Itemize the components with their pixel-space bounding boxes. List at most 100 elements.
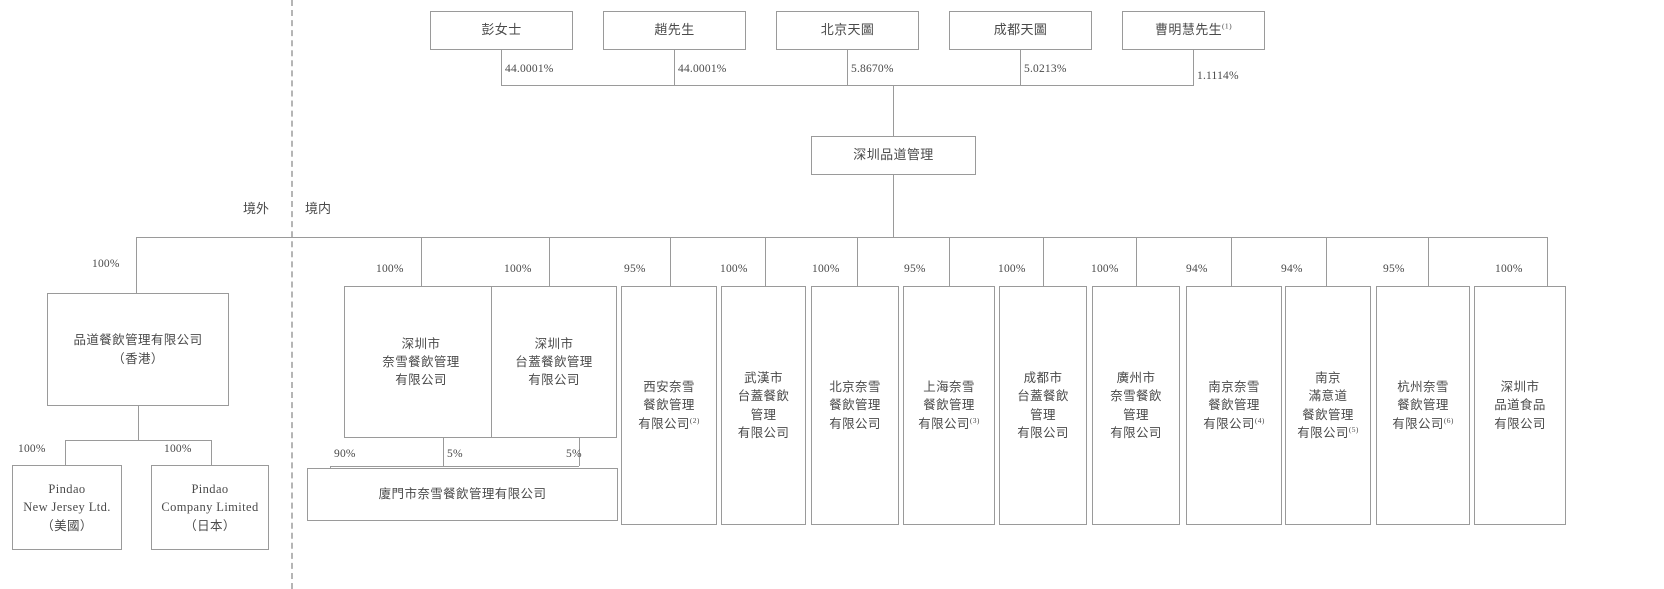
- subsidiary-pct-8: 100%: [1091, 263, 1119, 275]
- subsidiary-label: 南京奈雪 餐飲管理 有限公司(4): [1203, 380, 1265, 431]
- subsidiary-pct-5: 100%: [812, 263, 840, 275]
- subsidiary-box-10[interactable]: 南京 滿意道 餐飲管理 有限公司(5): [1285, 286, 1371, 525]
- shareholder-box-2[interactable]: 趙先生: [603, 11, 746, 50]
- shareholder-label: 成都天圖: [993, 22, 1048, 38]
- footnote-marker: (1): [1222, 21, 1232, 31]
- offshore-child-box-2[interactable]: Pindao Company Limited （日本）: [151, 465, 269, 550]
- connector-subsidiary-4: [765, 237, 766, 286]
- connector-shareholder-5: [1193, 50, 1194, 85]
- shareholder-label: 北京天圖: [820, 22, 875, 38]
- zone-label-offshore: 境外: [243, 201, 270, 216]
- subsidiary-pct-4: 100%: [720, 263, 748, 275]
- connector-shareholder-4: [1020, 50, 1021, 85]
- onshore-offshore-divider: [291, 0, 293, 589]
- subsidiary-pct-6: 95%: [904, 263, 926, 275]
- shareholder-label: 趙先生: [654, 22, 695, 38]
- subsidiary-pct-11: 95%: [1383, 263, 1405, 275]
- shareholder-box-4[interactable]: 成都天圖: [949, 11, 1092, 50]
- subsidiary-label: 深圳市 台蓋餐飲管理 有限公司: [515, 336, 593, 388]
- subsidiary-label: 西安奈雪 餐飲管理 有限公司(2): [638, 380, 700, 431]
- shareholder-pct-2: 44.0001%: [678, 63, 727, 75]
- subsidiary-label: 武漢市 台蓋餐飲 管理 有限公司: [737, 371, 790, 440]
- offshore-child-label: Pindao Company Limited （日本）: [161, 482, 259, 533]
- subsidiary-label: 杭州奈雪 餐飲管理 有限公司(6): [1392, 380, 1454, 431]
- connector-shareholder-2: [674, 50, 675, 85]
- subsidiary-pct-2: 100%: [504, 263, 532, 275]
- connector-subsidiary-7: [1043, 237, 1044, 286]
- connector-jv-from-sub1: [443, 438, 444, 466]
- subsidiary-label: 廣州市 奈雪餐飲 管理 有限公司: [1110, 371, 1162, 440]
- connector-holdco-to-main-bus: [893, 175, 894, 237]
- connector-jv-from-sub2: [579, 438, 580, 466]
- subsidiary-label: 南京 滿意道 餐飲管理 有限公司(5): [1297, 371, 1359, 440]
- shareholder-box-1[interactable]: 彭女士: [430, 11, 573, 50]
- shareholder-pct-1: 44.0001%: [505, 63, 554, 75]
- subsidiary-pct-9: 94%: [1186, 263, 1208, 275]
- subsidiary-box-8[interactable]: 廣州市 奈雪餐飲 管理 有限公司: [1092, 286, 1180, 525]
- subsidiary-box-7[interactable]: 成都市 台蓋餐飲 管理 有限公司: [999, 286, 1087, 525]
- joint-venture-pct-2: 5%: [447, 448, 463, 460]
- subsidiary-label: 深圳市 品道食品 有限公司: [1494, 380, 1546, 431]
- subsidiary-pct-3: 95%: [624, 263, 646, 275]
- shareholder-box-5[interactable]: 曹明慧先生(1): [1122, 11, 1265, 50]
- connector-offshore-stem: [136, 237, 137, 293]
- joint-venture-pct-3: 5%: [566, 448, 582, 460]
- subsidiary-box-12[interactable]: 深圳市 品道食品 有限公司: [1474, 286, 1566, 525]
- subsidiary-box-1[interactable]: 深圳市 奈雪餐飲管理 有限公司: [344, 286, 498, 438]
- subsidiary-label: 上海奈雪 餐飲管理 有限公司(3): [918, 380, 980, 431]
- subsidiary-pct-1: 100%: [376, 263, 404, 275]
- connector-subsidiary-6: [949, 237, 950, 286]
- subsidiary-box-9[interactable]: 南京奈雪 餐飲管理 有限公司(4): [1186, 286, 1282, 525]
- connector-subsidiary-8: [1136, 237, 1137, 286]
- subsidiary-label: 北京奈雪 餐飲管理 有限公司: [829, 380, 881, 431]
- subsidiary-box-11[interactable]: 杭州奈雪 餐飲管理 有限公司(6): [1376, 286, 1470, 525]
- connector-subsidiary-10: [1326, 237, 1327, 286]
- connector-subsidiary-2: [549, 237, 550, 286]
- subsidiary-pct-12: 100%: [1495, 263, 1523, 275]
- shareholder-label: 彭女士: [481, 22, 522, 38]
- shareholder-label: 曹明慧先生(1): [1155, 21, 1232, 38]
- offshore-parent-box[interactable]: 品道餐飲管理有限公司 （香港）: [47, 293, 229, 406]
- connector-subsidiary-11: [1428, 237, 1429, 286]
- subsidiary-pct-10: 94%: [1281, 263, 1303, 275]
- subsidiary-box-2[interactable]: 深圳市 台蓋餐飲管理 有限公司: [491, 286, 617, 438]
- connector-subsidiary-1: [421, 237, 422, 286]
- shareholder-pct-3: 5.8670%: [851, 63, 894, 75]
- connector-subsidiary-12: [1547, 237, 1548, 286]
- offshore-parent-label: 品道餐飲管理有限公司 （香港）: [73, 333, 203, 366]
- joint-venture-label: 廈門市奈雪餐飲管理有限公司: [378, 487, 547, 502]
- subsidiary-box-5[interactable]: 北京奈雪 餐飲管理 有限公司: [811, 286, 899, 525]
- shareholder-pct-4: 5.0213%: [1024, 63, 1067, 75]
- holding-company-box[interactable]: 深圳品道管理: [811, 136, 976, 175]
- subsidiary-box-3[interactable]: 西安奈雪 餐飲管理 有限公司(2): [621, 286, 717, 525]
- zone-label-onshore: 境内: [305, 201, 332, 216]
- connector-subsidiary-5: [857, 237, 858, 286]
- offshore-child-label: Pindao New Jersey Ltd. （美國）: [23, 482, 111, 533]
- holding-company-label: 深圳品道管理: [853, 147, 934, 163]
- offshore-child-pct-2: 100%: [164, 443, 192, 455]
- subsidiary-label: 成都市 台蓋餐飲 管理 有限公司: [1017, 371, 1069, 440]
- offshore-child-pct-1: 100%: [18, 443, 46, 455]
- subsidiary-label: 深圳市 奈雪餐飲管理 有限公司: [382, 336, 460, 388]
- joint-venture-box[interactable]: 廈門市奈雪餐飲管理有限公司: [307, 468, 618, 521]
- main-distribution-bus: [136, 237, 1548, 238]
- offshore-child-box-1[interactable]: Pindao New Jersey Ltd. （美國）: [12, 465, 122, 550]
- joint-venture-bus: [330, 466, 579, 467]
- shareholder-bus-line: [501, 85, 1194, 86]
- subsidiary-pct-7: 100%: [998, 263, 1026, 275]
- subsidiary-box-4[interactable]: 武漢市 台蓋餐飲 管理 有限公司: [721, 286, 806, 525]
- connector-offshore-child-1: [65, 440, 66, 465]
- connector-offshore-parent-down: [138, 406, 139, 440]
- shareholder-pct-5: 1.1114%: [1197, 70, 1239, 82]
- connector-subsidiary-3: [670, 237, 671, 286]
- subsidiary-box-6[interactable]: 上海奈雪 餐飲管理 有限公司(3): [903, 286, 995, 525]
- connector-offshore-child-2: [211, 440, 212, 465]
- joint-venture-pct-1: 90%: [334, 448, 356, 460]
- offshore-parent-pct: 100%: [92, 258, 120, 270]
- connector-shareholder-3: [847, 50, 848, 85]
- connector-bus-to-holdco: [893, 85, 894, 136]
- connector-shareholder-1: [501, 50, 502, 85]
- shareholder-box-3[interactable]: 北京天圖: [776, 11, 919, 50]
- offshore-sub-bus: [65, 440, 211, 441]
